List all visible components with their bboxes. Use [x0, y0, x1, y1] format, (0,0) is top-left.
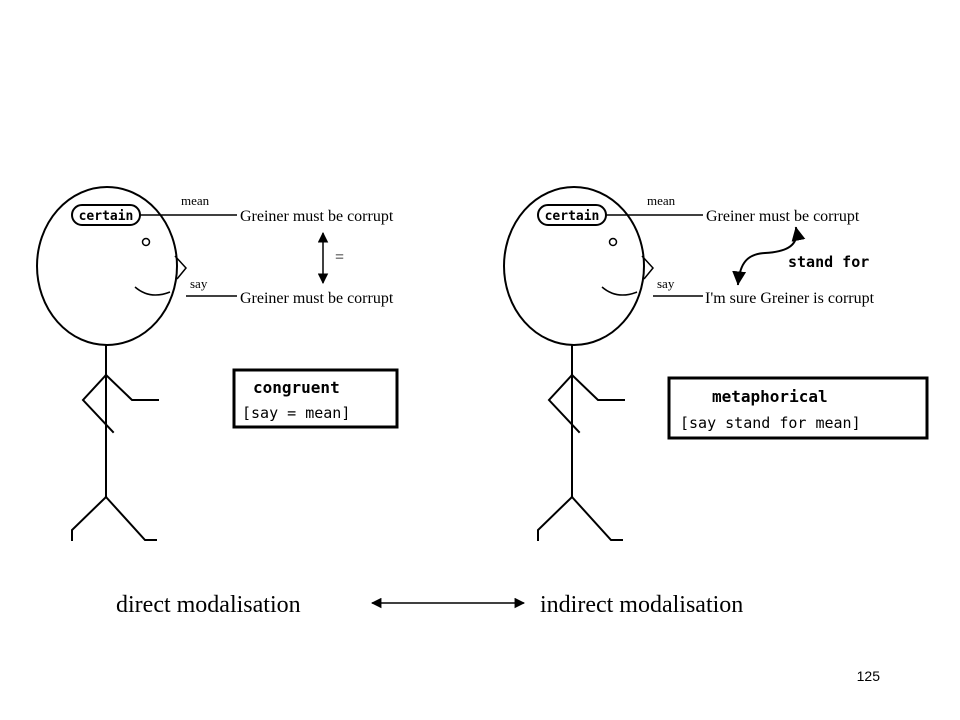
left-box-title: congruent — [253, 378, 340, 397]
left-mouth — [134, 286, 171, 296]
direct-modalisation-caption: direct modalisation — [116, 592, 301, 618]
indirect-modalisation-caption: indirect modalisation — [540, 592, 743, 618]
right-mean-text: Greiner must be corrupt — [706, 208, 860, 225]
left-leg-left — [71, 495, 108, 541]
right-say-label: say — [657, 276, 675, 291]
left-mean-label: mean — [181, 193, 210, 208]
right-metaphorical-box: metaphorical [say stand for mean] — [667, 376, 929, 440]
left-equal-symbol: = — [335, 249, 344, 266]
left-box-formula: [say = mean] — [242, 404, 350, 422]
right-stand-for-arrow — [732, 226, 806, 286]
left-certain-label: certain — [79, 209, 134, 224]
right-head — [503, 186, 645, 346]
right-box-formula: [say stand for mean] — [680, 414, 861, 432]
right-certain-label: certain — [545, 209, 600, 224]
left-say-label: say — [190, 276, 208, 291]
right-stand-for-label: stand for — [788, 253, 869, 271]
left-mean-say: mean Greiner must be corrupt say Greiner… — [140, 193, 394, 307]
left-eye — [141, 237, 151, 247]
left-nose — [174, 255, 187, 280]
right-arm-extended — [570, 373, 625, 401]
right-mean-say: mean Greiner must be corrupt say I'm sur… — [606, 193, 875, 307]
right-nose — [641, 255, 654, 280]
left-mean-text: Greiner must be corrupt — [240, 208, 394, 225]
left-figure: certain — [36, 186, 187, 541]
right-leg-right — [570, 495, 623, 541]
left-say-text: Greiner must be corrupt — [240, 290, 394, 307]
left-leg-right — [104, 495, 157, 541]
left-box-frame — [232, 368, 399, 429]
right-box-frame — [667, 376, 929, 440]
right-say-text: I'm sure Greiner is corrupt — [705, 290, 875, 307]
right-mouth — [601, 286, 638, 296]
left-arm-extended — [104, 373, 159, 401]
right-box-title: metaphorical — [712, 387, 828, 406]
right-figure: certain — [503, 186, 654, 541]
bottom-captions: direct modalisation indirect modalisatio… — [116, 592, 743, 618]
left-arm-bent — [81, 373, 115, 434]
left-congruent-box: congruent [say = mean] — [232, 368, 399, 429]
right-leg-left — [537, 495, 574, 541]
right-mean-label: mean — [647, 193, 676, 208]
right-arm-bent — [547, 373, 581, 434]
page-number: 125 — [857, 668, 881, 684]
right-eye — [608, 237, 618, 247]
